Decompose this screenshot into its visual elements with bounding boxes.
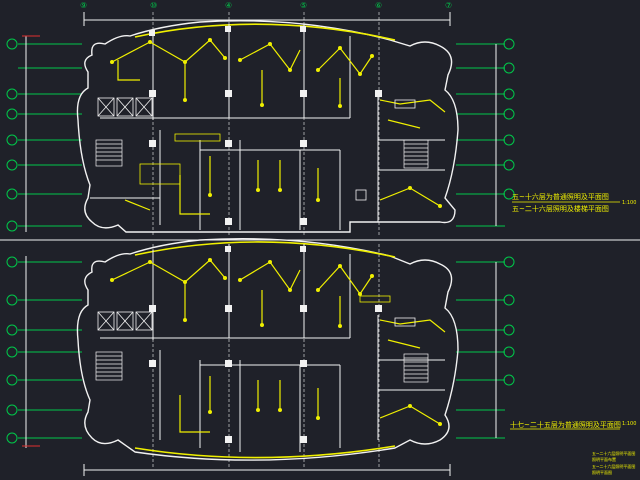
grid-top-label: ④ bbox=[225, 1, 232, 10]
upper-elevator-core bbox=[97, 97, 153, 117]
grid-top-label: ⑨ bbox=[80, 1, 87, 10]
lower-light-fixtures bbox=[110, 258, 442, 426]
legend-line-3: 五~二十六层照明平面图 bbox=[592, 463, 635, 469]
grid-top-label: ⑥ bbox=[375, 1, 382, 10]
bottom-dimension-line bbox=[83, 464, 451, 476]
upper-stair-left bbox=[95, 139, 123, 167]
upper-stair-right bbox=[403, 139, 429, 169]
upper-right-grid-bubbles bbox=[503, 38, 515, 200]
top-dimension-line bbox=[83, 12, 451, 26]
lower-left-grid-bubbles bbox=[6, 256, 18, 444]
lower-right-grid-bubbles bbox=[503, 256, 515, 386]
grid-top-label: ⑤ bbox=[300, 1, 307, 10]
grid-top-label: ⑩ bbox=[150, 1, 157, 10]
lower-note-scale: 1:100 bbox=[622, 421, 636, 427]
upper-building-outline bbox=[76, 20, 459, 233]
upper-note-scale: 1:100 bbox=[622, 200, 636, 206]
lower-grid-lines bbox=[18, 261, 505, 439]
upper-floor-plan bbox=[6, 12, 515, 236]
upper-grid-lines bbox=[18, 43, 505, 227]
lower-curved-facade-bottom bbox=[134, 445, 396, 459]
lower-curved-facade-top bbox=[134, 241, 396, 258]
lower-stair-right bbox=[403, 353, 429, 383]
legend-block: 五~二十六层照明平面图 照明平面布置 五~二十六层照明平面图 照明平面图 bbox=[592, 450, 635, 475]
legend-line-1: 五~二十六层照明平面图 bbox=[592, 450, 635, 456]
legend-line-4: 照明平面图 bbox=[592, 469, 612, 475]
grid-top-label: ⑦ bbox=[445, 1, 452, 10]
lower-interior-walls bbox=[100, 244, 445, 452]
lower-floor-plan bbox=[6, 238, 515, 468]
upper-light-fixtures bbox=[110, 38, 442, 208]
upper-columns bbox=[149, 26, 382, 225]
upper-curved-facade bbox=[134, 23, 396, 41]
lower-stair-left bbox=[95, 351, 123, 381]
upper-distribution-panels bbox=[139, 99, 416, 201]
lower-columns bbox=[149, 246, 382, 443]
lower-building-outline bbox=[76, 238, 459, 461]
top-grid-labels: ⑨ ⑩ ④ ⑤ ⑥ ⑦ bbox=[80, 1, 452, 10]
lower-note-title: 十七~二十五层为普通照明及平面图 bbox=[510, 420, 621, 429]
upper-note-subtitle: 五~二十六层照明及楼梯平面图 bbox=[512, 204, 609, 213]
lower-distribution-panels bbox=[359, 295, 416, 327]
legend-line-2: 照明平面布置 bbox=[592, 456, 616, 462]
upper-left-grid-bubbles bbox=[6, 38, 18, 232]
upper-note-title: 五~十六层为普通照明及平面图 bbox=[512, 192, 609, 201]
lower-elevator-core bbox=[97, 311, 153, 331]
